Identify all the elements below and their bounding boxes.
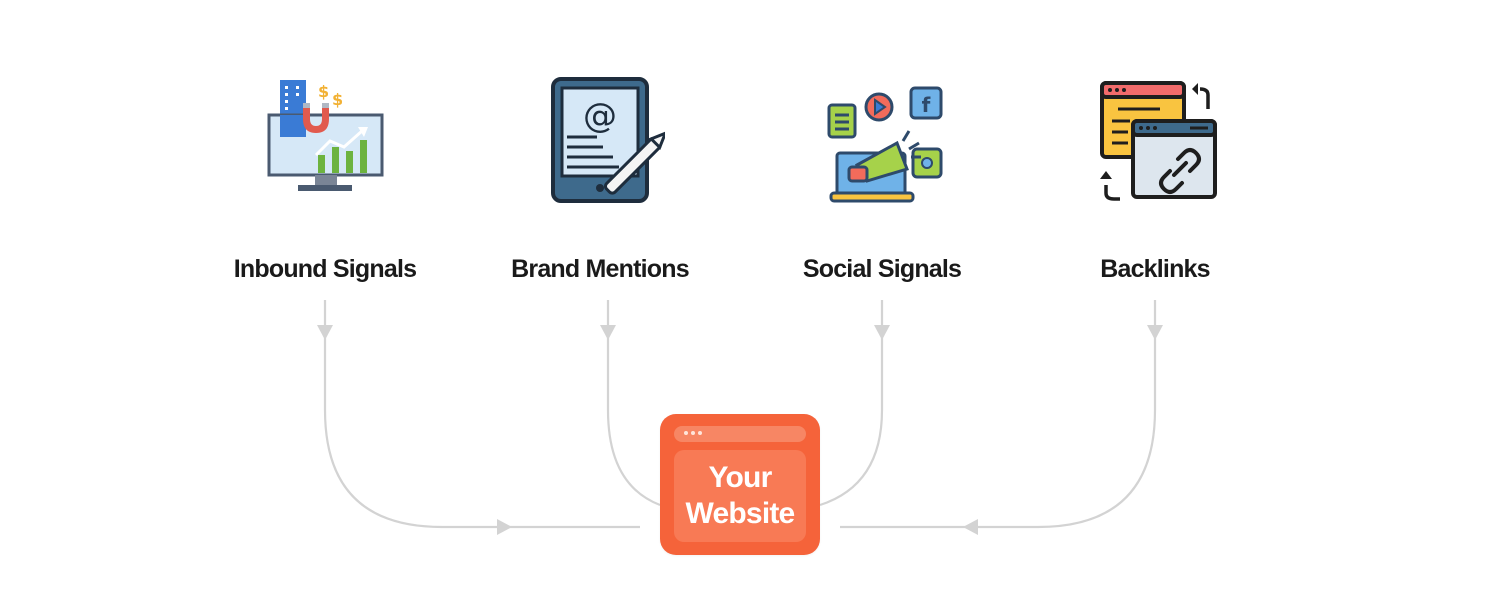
arrow-down-icon [317,325,333,340]
monitor-chart-magnet-icon: $ $ [267,80,384,191]
tablet-email-pen-icon: @ [551,77,665,203]
browser-window-icon [674,426,806,442]
browser-link-icon [1100,81,1217,201]
arrow-down-icon [600,325,616,340]
website-panel: Your Website [674,450,806,542]
svg-text:f: f [922,93,931,117]
arrow-left-icon [963,519,978,535]
connector-backlinks [840,300,1157,529]
source-label: Brand Mentions [511,255,690,283]
source-label: Backlinks [1100,255,1210,283]
source-social-signals: f Social Signals [762,75,1002,283]
source-label: Social Signals [802,255,962,283]
your-website-label: Your Website [685,461,796,530]
svg-text:@: @ [583,96,617,136]
svg-text:$: $ [332,90,343,109]
arrow-right-icon [497,519,512,535]
connector-social [819,300,884,507]
svg-text:$: $ [318,82,329,101]
source-brand-mentions: @ Brand Mentions [480,75,720,283]
connector-brand [606,300,661,507]
source-inbound-signals: $ $ Inbound Signals [205,75,445,283]
window-dots-icon [684,431,702,435]
connector-inbound [323,300,640,529]
source-label: Inbound Signals [233,255,417,283]
arrow-down-icon [874,325,890,340]
your-website-node: Your Website [660,414,820,555]
laptop-megaphone-social-icon: f [827,86,943,203]
source-backlinks: Backlinks [1035,75,1275,283]
arrow-down-icon [1147,325,1163,340]
